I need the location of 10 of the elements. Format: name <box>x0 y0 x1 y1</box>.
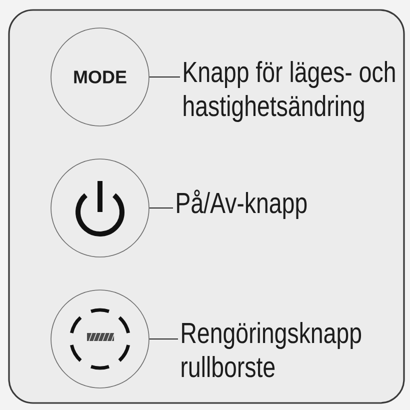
leader-line <box>149 338 178 340</box>
leader-line <box>149 207 173 209</box>
callout-label: På/Av-knapp <box>177 190 307 220</box>
leader-line <box>149 76 180 78</box>
round-button: MODE <box>50 28 150 126</box>
control-panel <box>8 9 405 404</box>
callout-label: Rengöringsknapp rullborste <box>182 322 362 378</box>
round-button <box>50 290 150 388</box>
callout-label: Knapp för läges- och hastighetsändring <box>184 60 395 122</box>
round-button <box>50 158 150 258</box>
